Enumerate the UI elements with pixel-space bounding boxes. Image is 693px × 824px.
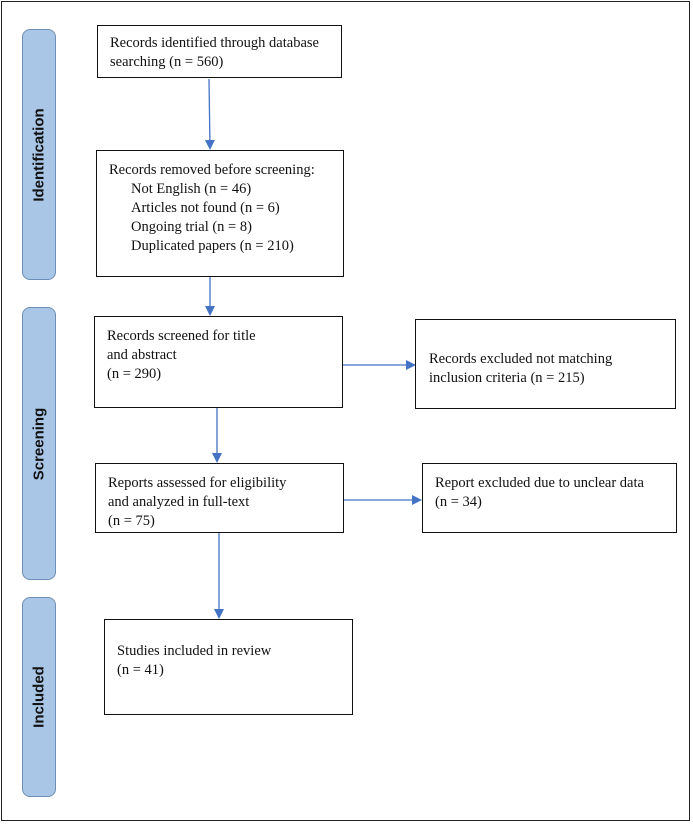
box-records-identified: Records identified through database sear… [97, 25, 342, 78]
box-records-excluded-criteria: Records excluded not matching inclusion … [415, 319, 676, 409]
records-removed-heading: Records removed before screening: [109, 162, 315, 178]
reports-assessed-line-2: and analyzed in full-text [108, 494, 250, 510]
stage-included: Included [22, 597, 56, 797]
box-records-removed: Records removed before screening: Not En… [96, 150, 344, 277]
excluded-unclear-line-1: Report excluded due to unclear data [435, 475, 644, 491]
removed-ongoing-trial: Ongoing trial (n = 8) [131, 219, 252, 235]
records-screened-line-3: (n = 290) [107, 366, 162, 382]
studies-included-line-2: (n = 41) [117, 662, 164, 678]
removed-articles-not-found: Articles not found (n = 6) [131, 200, 280, 216]
box-records-screened: Records screened for title and abstract … [94, 316, 343, 408]
stage-identification: Identification [22, 29, 56, 280]
records-screened-line-1: Records screened for title [107, 328, 256, 344]
studies-included-line-1: Studies included in review [117, 643, 272, 659]
excluded-criteria-line-1: Records excluded not matching [429, 351, 613, 367]
records-screened-line-2: and abstract [107, 347, 177, 363]
excluded-criteria-line-2: inclusion criteria (n = 215) [429, 370, 585, 386]
removed-not-english: Not English (n = 46) [131, 181, 252, 197]
box-reports-assessed: Reports assessed for eligibility and ana… [95, 463, 344, 533]
records-identified-line-2: searching (n = 560) [110, 54, 224, 70]
reports-assessed-line-1: Reports assessed for eligibility [108, 475, 287, 491]
arrow-identified-to-removed [204, 78, 215, 150]
records-identified-line-1: Records identified through database [110, 35, 319, 51]
removed-duplicated-papers: Duplicated papers (n = 210) [131, 238, 294, 254]
box-report-excluded-unclear: Report excluded due to unclear data (n =… [422, 463, 677, 533]
excluded-unclear-line-2: (n = 34) [435, 494, 482, 510]
stage-screening: Screening [22, 307, 56, 580]
reports-assessed-line-3: (n = 75) [108, 513, 155, 529]
box-studies-included: Studies included in review (n = 41) [104, 619, 353, 715]
